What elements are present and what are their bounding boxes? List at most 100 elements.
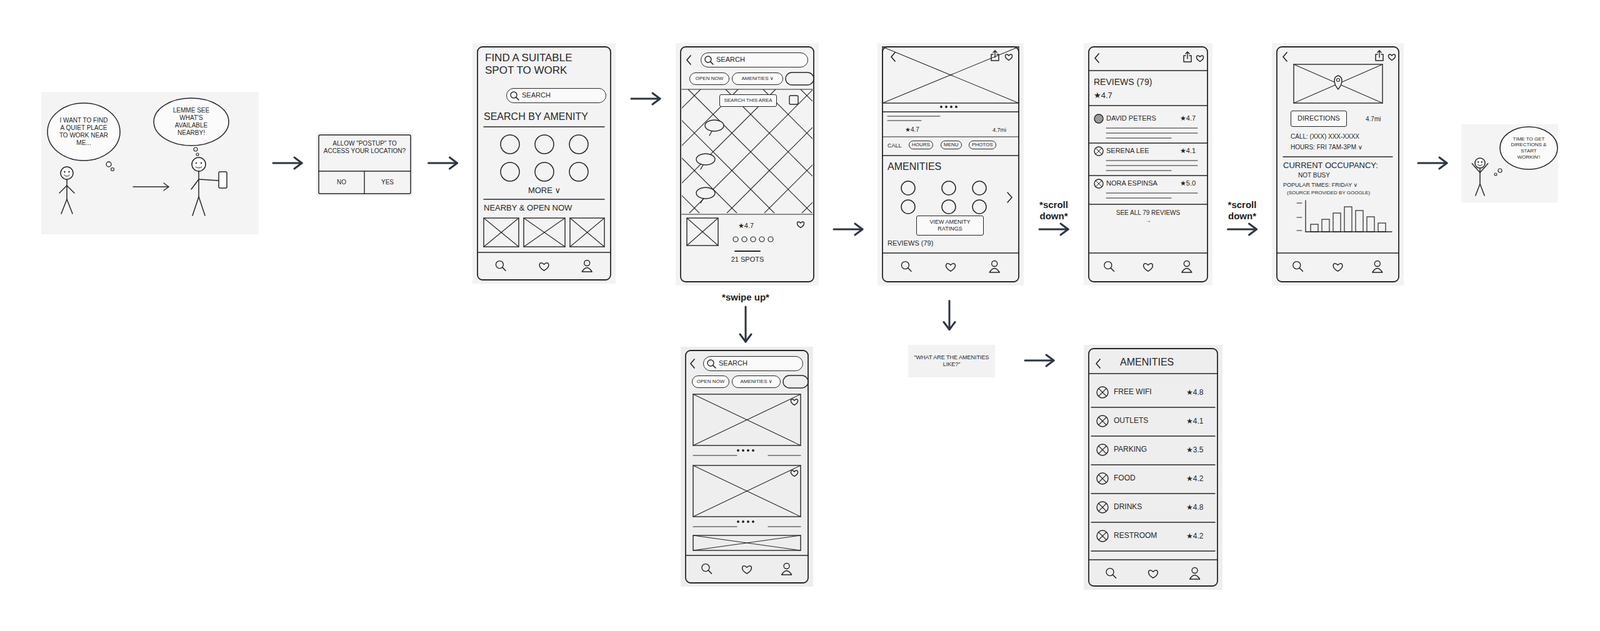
action-button: VIEW AMENITY RATINGS	[916, 215, 984, 236]
sketch-line	[994, 50, 995, 58]
sketch-circle	[1477, 161, 1479, 164]
amenity-icon	[535, 135, 554, 154]
node-text: DIRECTIONS	[1297, 114, 1340, 123]
sketch-line	[725, 89, 813, 214]
flow-arrow	[1039, 223, 1069, 235]
phone-screen: FIND A SUITABLE SPOT TO WORKSEARCH BY AM…	[472, 43, 616, 284]
sketch-line	[1296, 217, 1302, 219]
search-bar: SEARCH	[703, 356, 804, 372]
amenity-icon	[500, 135, 520, 154]
node-text: AMENITIES ∨	[740, 378, 772, 385]
image-placeholder	[693, 465, 801, 517]
node-text: 4.7mi	[992, 126, 1007, 134]
sketch-line	[570, 218, 605, 247]
sketch-line	[1098, 475, 1107, 483]
sketch-line	[800, 89, 813, 214]
amenity-icon	[500, 162, 520, 182]
sketch-line	[882, 46, 1019, 104]
carousel-dot	[751, 449, 754, 452]
permission-dialog: ALLOW "POSTUP" TO ACCESS YOUR LOCATION?N…	[316, 132, 414, 197]
node-text: ★4.2	[1186, 474, 1204, 484]
heart-icon	[790, 399, 798, 405]
node-text: ★5.0	[1180, 179, 1196, 188]
avatar-icon	[1094, 146, 1104, 156]
stick-figure	[64, 175, 70, 177]
sketch-line	[1088, 142, 1208, 144]
heart-icon	[946, 263, 956, 272]
node-text: OPEN NOW	[695, 75, 724, 82]
sketch-line	[1296, 203, 1302, 204]
sketch-line	[1088, 373, 1218, 374]
map-pin	[1334, 75, 1342, 90]
node-text: FREE WIFI	[1113, 387, 1152, 397]
image-placeholder	[1293, 64, 1383, 104]
sketch-line	[1091, 493, 1215, 494]
sketch-line	[66, 185, 75, 194]
sketch-line	[1098, 417, 1107, 425]
search-icon	[506, 88, 522, 104]
sketch-line	[768, 455, 801, 456]
sketch-line	[681, 213, 813, 215]
profile-icon	[991, 261, 998, 267]
node-text: AMENITIES ∨	[741, 75, 774, 82]
image-placeholder	[686, 218, 719, 246]
sketch-line	[1110, 268, 1114, 272]
sketch-drawing	[472, 43, 616, 284]
speech-bubble	[153, 98, 229, 146]
profile-icon	[584, 260, 590, 267]
profile-icon	[1183, 261, 1190, 267]
sketch-line	[763, 89, 813, 214]
sketch-drawing	[1083, 345, 1223, 590]
arrow-shaft	[1039, 228, 1069, 231]
phone-screen: ★4.74.7miCALLHOURSMENUPHOTOSAMENITIESREV…	[877, 43, 1024, 286]
node-text: FOOD	[1113, 473, 1136, 483]
node-text: SEARCH	[521, 91, 551, 100]
map-pin	[705, 120, 724, 132]
carousel-dot	[746, 449, 749, 452]
image-placeholder	[882, 46, 1019, 104]
node-text: TIME TO GET DIRECTIONS & START WORKIN'!	[1509, 136, 1549, 160]
heart-icon	[742, 566, 752, 574]
edge-label: *scroll down*	[1028, 199, 1079, 222]
sketch-line	[882, 46, 1019, 104]
heart-icon	[790, 470, 798, 477]
scene-panel: TIME TO GET DIRECTIONS & START WORKIN'!	[1461, 124, 1559, 203]
sketch-line	[1091, 521, 1215, 523]
node-text: SEARCH	[716, 55, 745, 64]
arrow-head	[1046, 355, 1054, 367]
phone-screen: REVIEWS (79)★4.7DAVID PETERS★4.7SERENA L…	[1083, 43, 1213, 286]
flow-arrow	[833, 223, 863, 235]
sketch-drawing	[41, 91, 259, 235]
node-text: ALLOW "POSTUP" TO ACCESS YOUR LOCATION?	[322, 140, 407, 155]
search-bar: SEARCH	[506, 88, 607, 104]
sketch-line	[1088, 252, 1208, 254]
popular-times-bar	[1378, 223, 1386, 232]
flow-arrow	[631, 93, 660, 105]
node-text: SEE ALL 79 REVIEWS →	[1112, 209, 1184, 225]
amenity-icon	[750, 236, 756, 242]
sketch-line	[735, 250, 760, 252]
stick-figure	[195, 166, 202, 169]
share-icon	[993, 50, 997, 53]
heart-icon	[1143, 263, 1154, 272]
sketch-line	[1088, 70, 1208, 71]
sketch-line	[1098, 388, 1107, 397]
edge-label: *scroll down*	[1217, 199, 1268, 222]
phone-screen: ★4.721 SPOTSSEARCHOPEN NOWAMENITIES ∨SEA…	[675, 43, 819, 286]
amenity-icon	[941, 181, 956, 195]
avatar-icon	[1094, 179, 1104, 189]
carousel-dot	[945, 105, 947, 108]
node-text: REVIEWS (79)	[887, 239, 934, 248]
node-text: ★4.8	[1186, 388, 1204, 397]
phone-screen: 4.7miCALL: (XXX) XXX-XXXXHOURS: FRI 7AM-…	[1271, 43, 1404, 286]
arrow-shaft	[1418, 162, 1447, 165]
sketch-line	[1296, 230, 1302, 232]
sketch-circle	[1498, 168, 1502, 173]
node-text: OPEN NOW	[696, 378, 725, 385]
arrow-shaft	[1025, 360, 1054, 362]
sketch-line	[1095, 148, 1102, 155]
sketch-line	[1480, 184, 1485, 196]
sketch-line	[713, 365, 716, 369]
sketch-line	[768, 526, 801, 527]
